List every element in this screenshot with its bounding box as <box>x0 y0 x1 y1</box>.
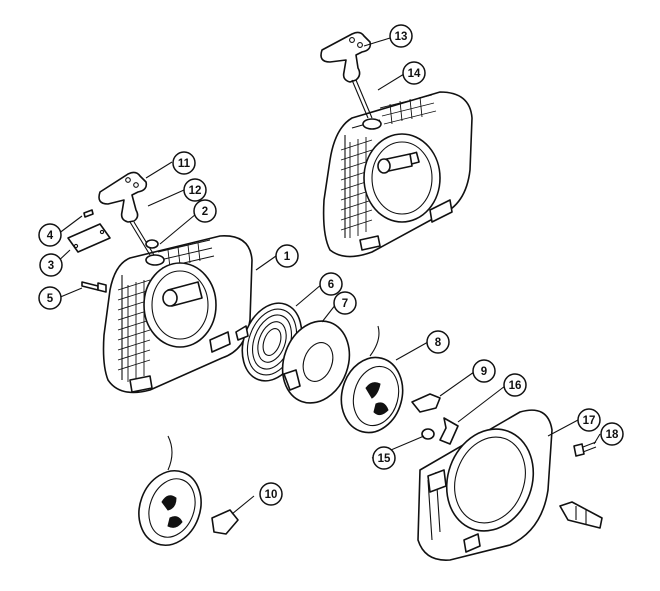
callout-label: 18 <box>606 429 619 441</box>
leader-lines <box>53 37 601 515</box>
callout-label: 7 <box>342 298 348 310</box>
starter-housing <box>102 235 253 394</box>
callout-15: 15 <box>372 446 396 470</box>
callout-4: 4 <box>38 223 62 247</box>
callout-6: 6 <box>319 272 343 296</box>
callout-1: 1 <box>275 244 299 268</box>
screw-18 <box>573 441 597 457</box>
callout-13: 13 <box>389 24 413 48</box>
callout-label: 11 <box>178 158 191 170</box>
callout-label: 6 <box>328 279 334 291</box>
callout-9: 9 <box>472 359 496 383</box>
callout-label: 5 <box>47 293 54 305</box>
callout-label: 17 <box>583 415 596 427</box>
callout-17: 17 <box>577 408 601 432</box>
callout-14: 14 <box>402 61 426 85</box>
callout-2: 2 <box>193 199 217 223</box>
callout-label: 14 <box>408 68 421 80</box>
rope-rotor-lower <box>138 435 239 546</box>
callout-label: 10 <box>265 489 278 501</box>
callout-label: 1 <box>284 251 291 263</box>
pawl-and-clip <box>411 393 459 445</box>
starter-housing-assembled <box>322 91 473 258</box>
starter-grip-upper <box>320 31 382 130</box>
callout-label: 4 <box>47 230 54 242</box>
callout-label: 3 <box>48 260 54 272</box>
callout-label: 13 <box>395 31 408 43</box>
callout-3: 3 <box>39 253 63 277</box>
callout-10: 10 <box>259 482 283 506</box>
rope-rotor <box>340 325 404 434</box>
spring-cover <box>281 320 351 404</box>
tapered-sleeve <box>559 501 603 529</box>
callout-label: 15 <box>378 453 391 465</box>
plate-and-fasteners <box>67 209 111 293</box>
callout-7: 7 <box>333 291 357 315</box>
callout-8: 8 <box>426 330 450 354</box>
starter-grip-lower <box>98 171 159 256</box>
callout-11: 11 <box>172 151 196 175</box>
callout-label: 16 <box>509 380 522 392</box>
callout-16: 16 <box>503 373 527 397</box>
fan-housing <box>417 409 553 561</box>
callout-label: 2 <box>202 206 208 218</box>
callout-12: 12 <box>183 178 207 202</box>
callout-label: 9 <box>481 366 487 378</box>
callout-5: 5 <box>38 286 62 310</box>
callout-label: 8 <box>435 337 442 349</box>
callout-label: 12 <box>189 185 202 197</box>
callout-18: 18 <box>600 422 624 446</box>
